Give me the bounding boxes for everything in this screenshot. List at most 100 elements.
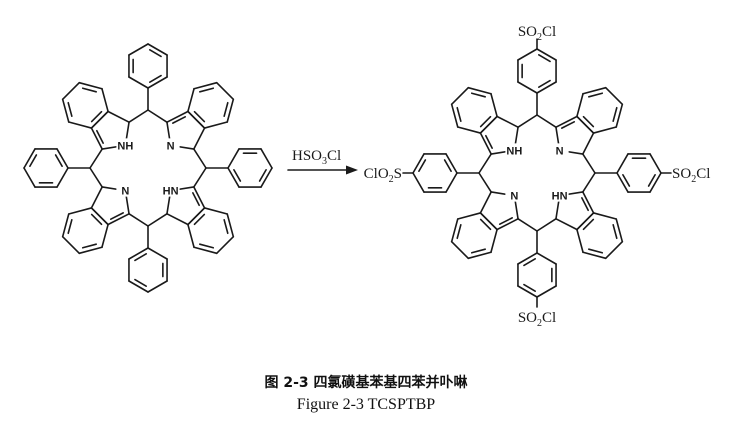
bond bbox=[479, 115, 498, 134]
nitrogen-label: N bbox=[167, 140, 175, 152]
bond bbox=[203, 207, 229, 215]
bond bbox=[467, 86, 492, 95]
double-bond bbox=[456, 106, 462, 123]
double-bond bbox=[470, 92, 487, 98]
double-bond bbox=[96, 129, 104, 144]
bond bbox=[226, 98, 235, 123]
bond bbox=[166, 213, 189, 226]
bond bbox=[517, 81, 538, 94]
bond bbox=[479, 191, 492, 214]
bond bbox=[576, 115, 595, 134]
bond bbox=[490, 92, 498, 118]
double-bond bbox=[587, 92, 604, 98]
double-bond bbox=[582, 115, 595, 128]
meso-bond bbox=[536, 114, 557, 128]
bond bbox=[576, 228, 584, 254]
bond bbox=[67, 207, 93, 215]
double-bond bbox=[622, 173, 631, 187]
benzo-ring bbox=[61, 81, 109, 129]
arrow-head bbox=[346, 165, 358, 175]
double-bond bbox=[233, 168, 242, 182]
double-bond bbox=[29, 154, 38, 168]
sulfonyl-chloride-label: SO2Cl bbox=[518, 310, 556, 329]
meso-bond bbox=[147, 109, 168, 123]
bond bbox=[61, 235, 81, 255]
bond bbox=[215, 81, 235, 101]
bond bbox=[90, 110, 109, 129]
bond bbox=[615, 218, 624, 243]
double-bond bbox=[172, 116, 187, 124]
bond bbox=[56, 148, 69, 169]
bond bbox=[450, 218, 459, 243]
double-bond bbox=[192, 192, 200, 207]
double-bond bbox=[561, 121, 576, 129]
double-bond bbox=[479, 115, 492, 128]
bond bbox=[616, 153, 629, 174]
bond bbox=[23, 148, 36, 169]
sulfonyl-chloride-label: SO2Cl bbox=[518, 24, 556, 43]
double-bond bbox=[148, 74, 162, 83]
double-bond bbox=[258, 168, 267, 182]
sulfonyl-chloride-label: ClO2S bbox=[364, 166, 402, 185]
bond bbox=[604, 86, 624, 106]
double-bond bbox=[523, 283, 537, 292]
bond bbox=[445, 153, 458, 174]
bond bbox=[147, 76, 168, 89]
nitrogen-label: N bbox=[510, 191, 518, 203]
bond bbox=[582, 191, 595, 214]
nitrogen-label: HN bbox=[163, 186, 179, 198]
sulfonyl-chloride-label: SO2Cl bbox=[672, 166, 710, 185]
double-bond bbox=[223, 218, 229, 235]
bond bbox=[517, 285, 538, 298]
bond bbox=[203, 121, 229, 129]
meso-bond bbox=[193, 167, 207, 188]
double-bond bbox=[109, 212, 124, 220]
bond bbox=[576, 212, 595, 231]
meso-bond bbox=[89, 167, 103, 188]
double-bond bbox=[537, 79, 551, 88]
meso-bond bbox=[147, 213, 168, 227]
meso-bond bbox=[517, 218, 538, 232]
double-bond bbox=[479, 218, 492, 231]
bond bbox=[536, 252, 557, 265]
label-mask bbox=[505, 143, 524, 157]
bond bbox=[226, 213, 235, 238]
figure-caption-english: Figure 2-3 TCSPTBP bbox=[296, 396, 436, 413]
benzo-ring bbox=[61, 207, 109, 255]
double-bond bbox=[470, 248, 487, 254]
double-bond bbox=[647, 173, 656, 187]
bond bbox=[412, 153, 425, 174]
bond bbox=[450, 86, 470, 106]
bond bbox=[61, 81, 81, 101]
bond bbox=[187, 87, 195, 113]
double-bond bbox=[193, 213, 206, 226]
benzo-ring bbox=[187, 81, 235, 129]
label-mask bbox=[116, 138, 135, 152]
meso-bond bbox=[478, 153, 492, 174]
bond bbox=[555, 218, 578, 231]
bond bbox=[56, 167, 69, 188]
phenyl-ring bbox=[412, 153, 458, 193]
bond bbox=[467, 251, 492, 260]
bond bbox=[90, 127, 103, 150]
double-bond bbox=[582, 218, 595, 231]
meso-bond bbox=[582, 172, 596, 193]
bond bbox=[78, 81, 103, 90]
bond bbox=[649, 172, 662, 193]
bond bbox=[67, 121, 93, 129]
bond bbox=[193, 127, 206, 150]
bond bbox=[582, 86, 607, 95]
bond bbox=[582, 251, 607, 260]
label-mask bbox=[550, 188, 569, 202]
double-bond bbox=[90, 213, 103, 226]
bond bbox=[147, 247, 168, 260]
double-bond bbox=[134, 278, 148, 287]
bond bbox=[450, 240, 470, 260]
reaction-arrow bbox=[287, 165, 358, 175]
bond bbox=[536, 81, 557, 94]
double-bond bbox=[54, 154, 63, 168]
bond bbox=[582, 132, 595, 155]
double-bond bbox=[498, 217, 513, 225]
nitrogen-label: NH bbox=[506, 145, 522, 157]
